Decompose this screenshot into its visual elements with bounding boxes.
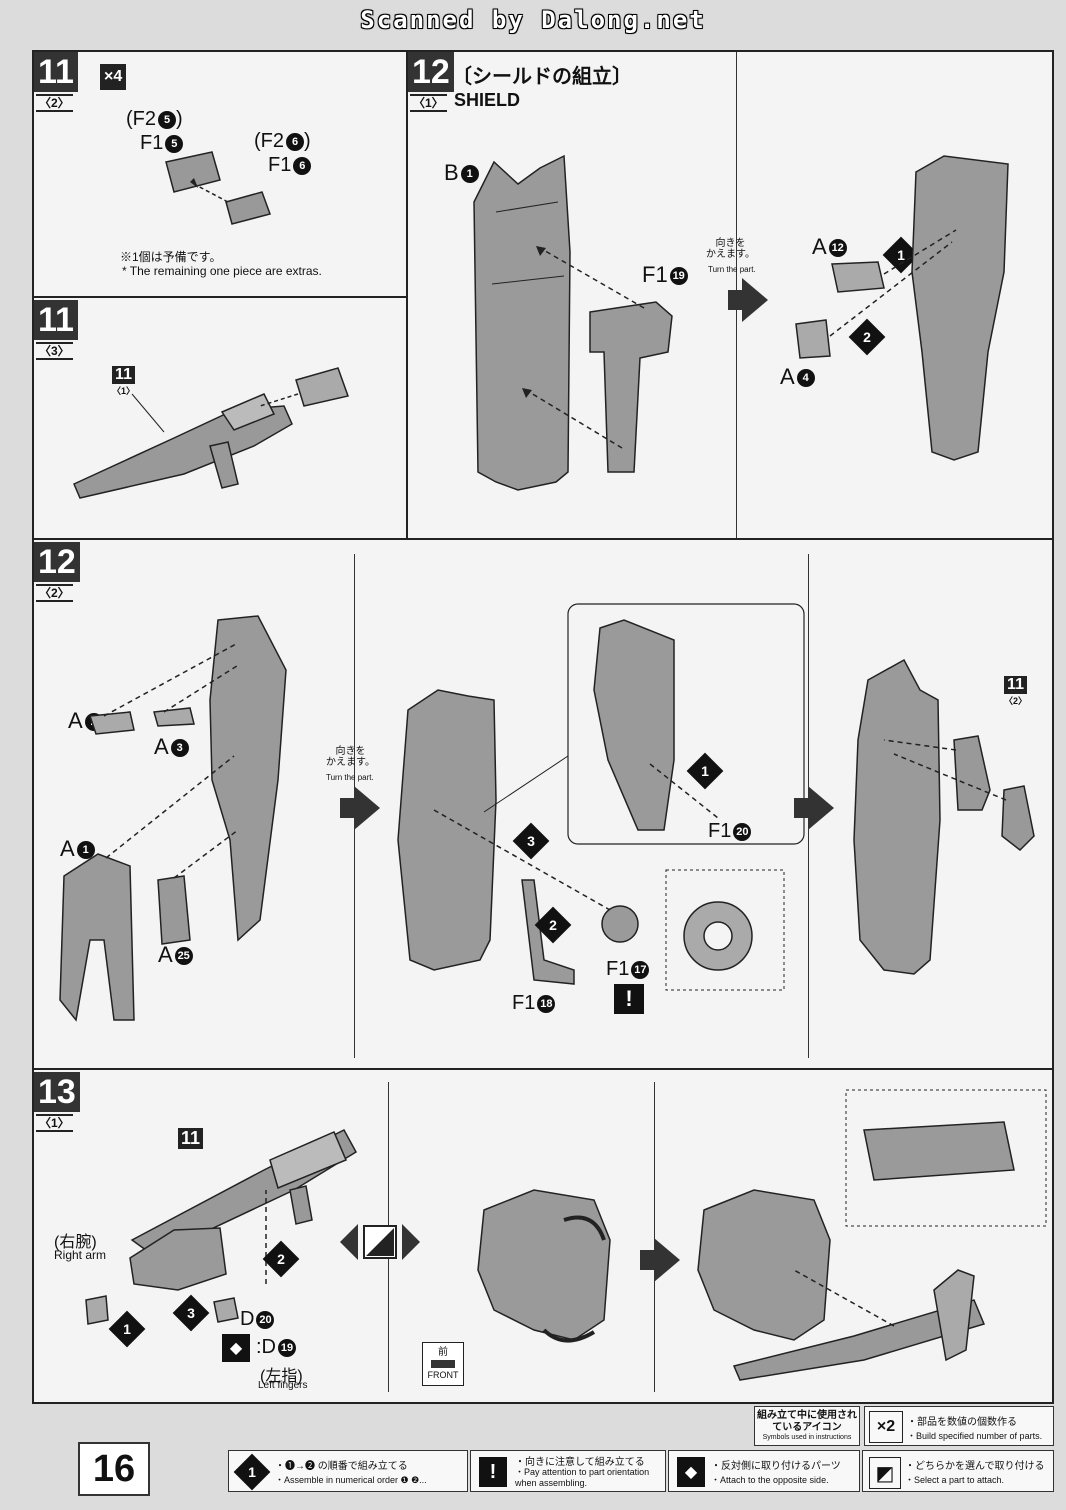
turn-part-en: Turn the part. bbox=[708, 265, 756, 274]
legend-text-jp: ・反対側に取り付けるパーツ bbox=[711, 1461, 841, 1472]
turn-part-en: Turn the part. bbox=[326, 773, 374, 782]
attention-icon: ! bbox=[479, 1457, 507, 1487]
step-number: 13 bbox=[34, 1072, 80, 1112]
extras-note-en: * The remaining one piece are extras. bbox=[122, 264, 322, 278]
step-number: 12 bbox=[34, 542, 80, 582]
step-title-jp: 〔シールドの組立〕 bbox=[452, 66, 632, 88]
legend-item-order: 1 ・❶→❷ の順番で組み立てる ・Assemble in numerical … bbox=[228, 1450, 468, 1492]
ref-step-badge: 11 〈2〉 bbox=[1004, 676, 1028, 706]
substep-number: 〈2〉 bbox=[36, 584, 73, 602]
next-arrow bbox=[340, 786, 380, 830]
shield-final-illustration bbox=[853, 658, 1035, 975]
right-arm-jp: (右腕) bbox=[54, 1234, 97, 1251]
page-number: 16 bbox=[78, 1442, 150, 1496]
turn-part-jp: 向きを かえます。 bbox=[326, 746, 375, 768]
legend-text-jp: ・どちらかを選んで取り付ける bbox=[905, 1461, 1045, 1472]
legend-item-opposite: ◆ ・反対側に取り付けるパーツ ・Attach to the opposite … bbox=[668, 1450, 860, 1492]
substep-number: 〈3〉 bbox=[36, 342, 73, 360]
shield-inner-illustration bbox=[397, 603, 805, 991]
left-fingers-jp: (左指) bbox=[260, 1368, 303, 1385]
legend-x2-box: ×2 ・部品を数値の個数作る ・Build specified number o… bbox=[864, 1406, 1054, 1446]
x2-desc-en: ・Build specified number of parts. bbox=[907, 1431, 1043, 1441]
sub-divider bbox=[654, 1082, 655, 1392]
legend-text-en: ・Pay attention to part orientation when … bbox=[515, 1467, 650, 1488]
next-arrow bbox=[728, 278, 768, 322]
left-fingers-en: Left fingers bbox=[258, 1380, 308, 1391]
ref-step-badge: 11 bbox=[178, 1128, 204, 1149]
shield-back-illustration bbox=[795, 155, 1009, 461]
legend-item-attention: ! ・向きに注意して組み立てる ・Pay attention to part o… bbox=[470, 1450, 666, 1492]
right-arm-en: Right arm bbox=[54, 1248, 107, 1262]
panel-step12-2: 12 〈2〉 A2 A3 A1 A25 向きを かえます。 Turn the p… bbox=[32, 538, 1054, 1070]
legend-text-en: ・Assemble in numerical order ❶ ❷... bbox=[275, 1475, 427, 1485]
torso-illustration bbox=[477, 1089, 1047, 1381]
legend-title-en: Symbols used in instructions bbox=[762, 1434, 852, 1441]
next-arrow bbox=[640, 1238, 680, 1282]
rifle-arm-illustration bbox=[85, 1129, 357, 1325]
shield-armor-illustration bbox=[59, 615, 287, 1022]
panel-step11-3: 11 〈3〉 11 〈1〉 bbox=[32, 296, 408, 540]
shield-front-illustration bbox=[473, 154, 673, 491]
front-indicator: 前 FRONT bbox=[422, 1342, 464, 1386]
legend-text-en: ・Select a part to attach. bbox=[905, 1475, 1005, 1485]
multiplier-badge: ×4 bbox=[100, 64, 127, 90]
legend-text-jp: ・❶→❷ の順番で組み立てる bbox=[275, 1461, 408, 1472]
step-number: 11 bbox=[34, 300, 78, 340]
legend-title-jp: 組み立て中に使用されているアイコン bbox=[757, 1410, 857, 1433]
step-number: 12 bbox=[408, 52, 454, 92]
step-title-en: SHIELD bbox=[454, 90, 521, 110]
next-arrow bbox=[794, 786, 834, 830]
select-part-icon: ◩ bbox=[869, 1457, 901, 1489]
step-number: 11 bbox=[34, 52, 78, 92]
substep-number: 〈1〉 bbox=[36, 1114, 73, 1132]
opposite-side-icon: ◆ bbox=[677, 1457, 705, 1487]
order-icon: 1 bbox=[233, 1453, 271, 1491]
ref-step-badge: 11 〈1〉 bbox=[112, 366, 136, 396]
substep-number: 〈2〉 bbox=[36, 94, 73, 112]
x2-desc-jp: ・部品を数値の個数作る bbox=[907, 1417, 1017, 1428]
select-part-icon bbox=[340, 1220, 420, 1264]
scanner-watermark: Scanned by Dalong.net bbox=[360, 6, 706, 34]
extras-note-jp: ※1個は予備です。 bbox=[120, 250, 222, 264]
turn-part-jp: 向きを かえます。 bbox=[706, 238, 755, 260]
rifle-illustration bbox=[73, 367, 349, 499]
x2-icon: ×2 bbox=[869, 1411, 903, 1443]
attention-icon: ! bbox=[614, 984, 644, 1014]
substep-number: 〈1〉 bbox=[410, 94, 447, 112]
opposite-side-icon: ◆ bbox=[222, 1334, 250, 1362]
legend-item-select: ◩ ・どちらかを選んで取り付ける ・Select a part to attac… bbox=[862, 1450, 1054, 1492]
scope-part-illustration bbox=[165, 151, 271, 225]
legend-text-en: ・Attach to the opposite side. bbox=[711, 1475, 829, 1485]
legend-title-box: 組み立て中に使用されているアイコン Symbols used in instru… bbox=[754, 1406, 860, 1446]
legend-text-jp: ・向きに注意して組み立てる bbox=[515, 1457, 645, 1468]
